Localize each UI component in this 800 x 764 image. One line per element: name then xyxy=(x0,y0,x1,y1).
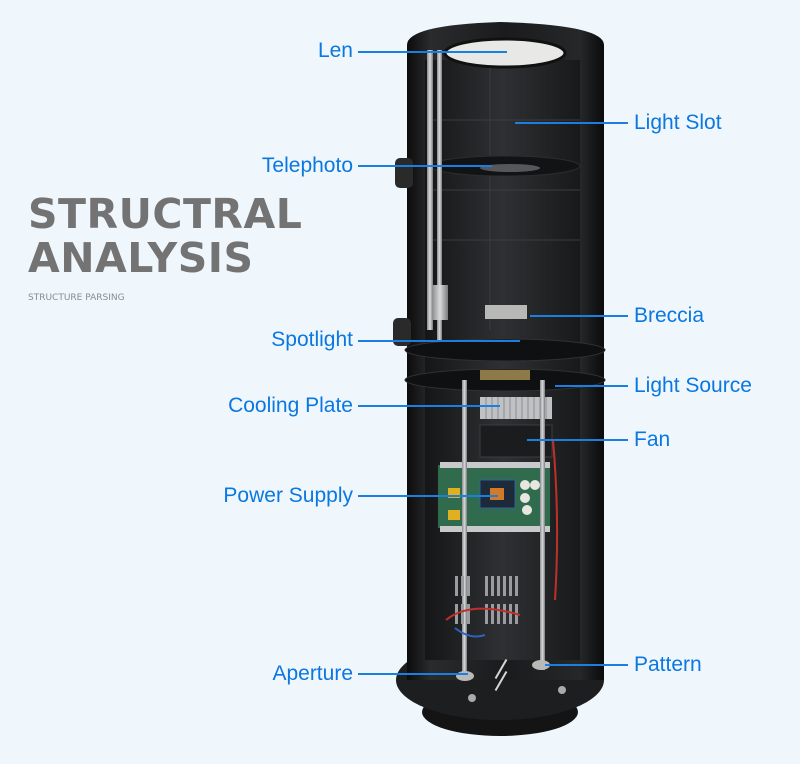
label-pattern: Pattern xyxy=(634,653,702,676)
title-line-2: ANALYSIS xyxy=(28,234,254,282)
focus-rod xyxy=(427,50,433,330)
page-title: STRUCTRAL ANALYSIS xyxy=(28,192,302,280)
subtitle: STRUCTURE PARSING xyxy=(28,293,125,303)
support-rod-left xyxy=(462,380,467,675)
label-telephoto: Telephoto xyxy=(261,154,353,177)
support-rod-right xyxy=(540,380,545,670)
lens xyxy=(443,37,567,69)
label-light-slot: Light Slot xyxy=(634,111,722,134)
pattern-mount xyxy=(532,660,550,670)
label-power-supply: Power Supply xyxy=(223,484,353,507)
telephoto-knob xyxy=(395,158,413,188)
wire-blue xyxy=(454,627,486,638)
label-spotlight: Spotlight xyxy=(271,328,353,351)
label-fan: Fan xyxy=(634,428,671,451)
label-breccia: Breccia xyxy=(634,304,705,327)
wire-red xyxy=(445,607,521,621)
rod-collar xyxy=(432,285,448,320)
spotlight-disk xyxy=(404,338,606,362)
cavity-grid xyxy=(430,65,580,330)
spotlight-knob xyxy=(393,318,411,346)
label-light-source: Light Source xyxy=(634,374,752,397)
label-cooling-plate: Cooling Plate xyxy=(228,394,353,417)
label-aperture: Aperture xyxy=(272,662,353,685)
aperture-mount xyxy=(456,671,474,681)
breccia-holder xyxy=(485,305,527,319)
label-len: Len xyxy=(317,39,353,62)
base-vent xyxy=(494,658,508,692)
title-line-1: STRUCTRAL xyxy=(28,190,303,238)
